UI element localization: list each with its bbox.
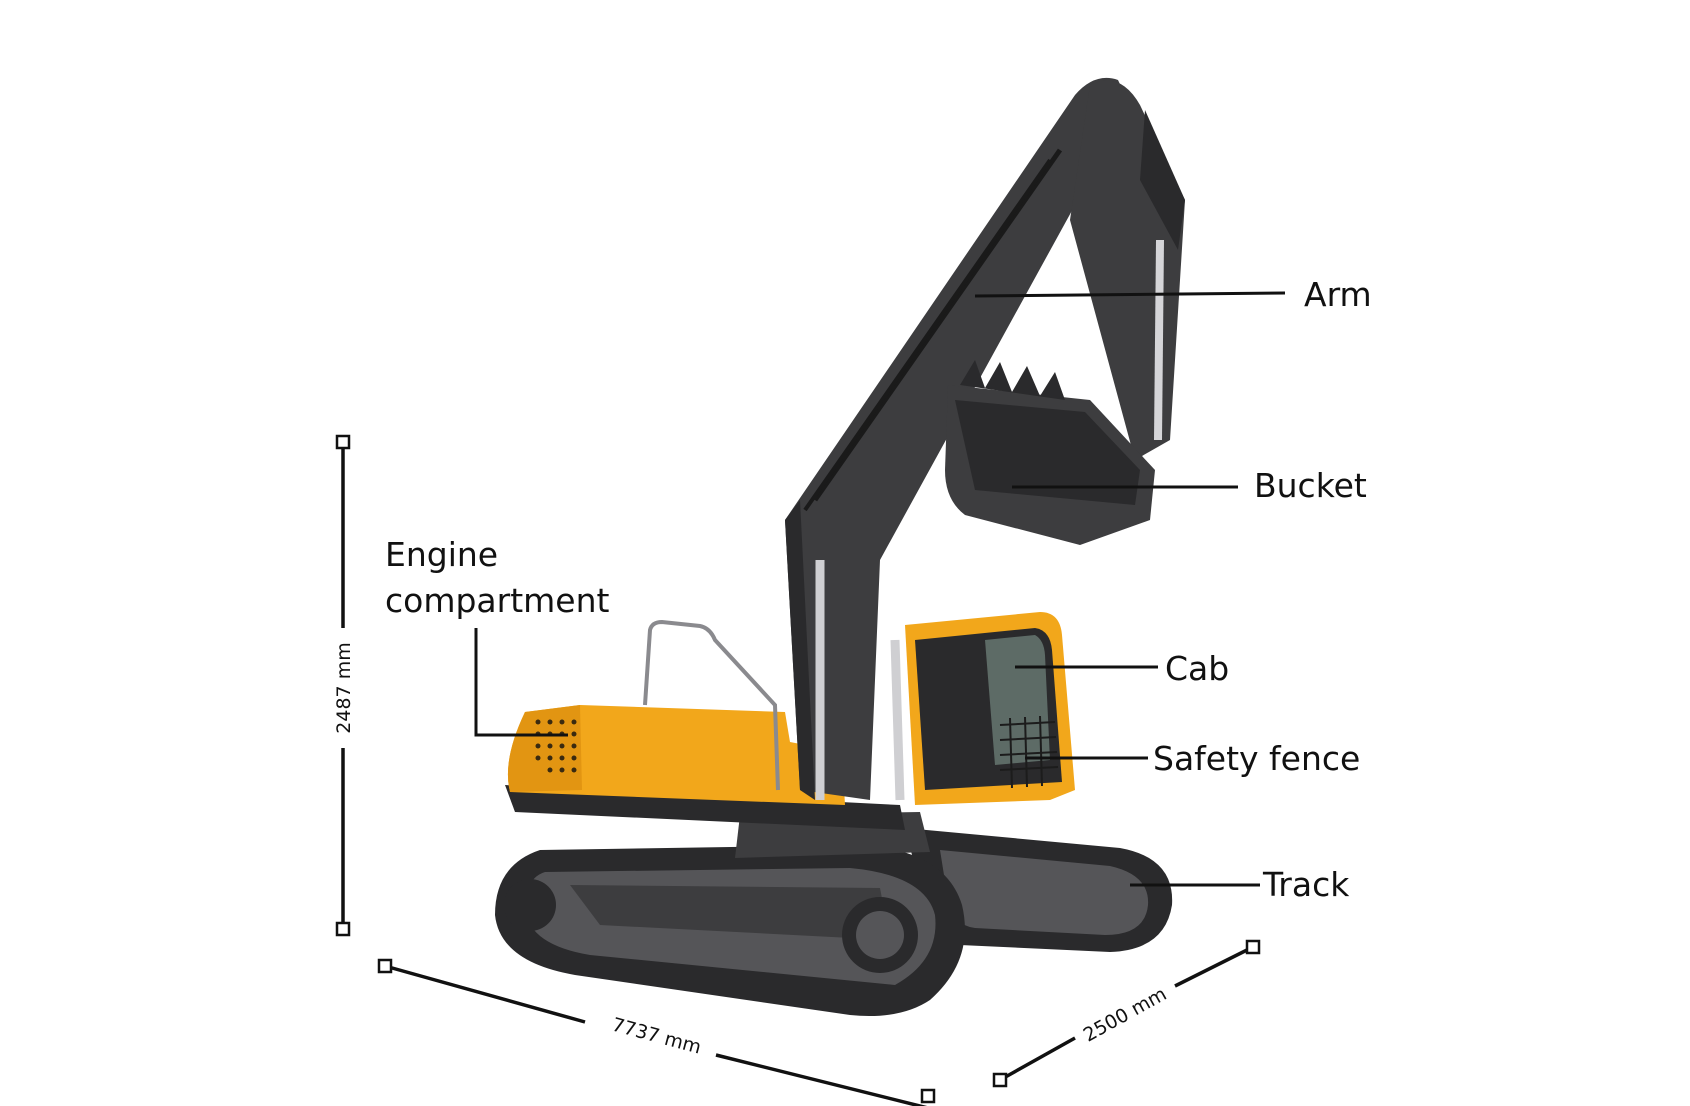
length-right-endcap	[920, 1088, 936, 1104]
width-right-endcap	[1245, 939, 1261, 955]
label-safety-fence: Safety fence	[1153, 739, 1360, 778]
label-arm: Arm	[1304, 275, 1372, 314]
arm	[1070, 80, 1185, 460]
height-top-endcap	[335, 434, 351, 450]
length-value: 7737 mm	[610, 1014, 704, 1059]
bucket	[945, 360, 1155, 545]
height-bottom-endcap	[335, 921, 351, 937]
front-track	[495, 845, 965, 1016]
length-left-endcap	[377, 958, 393, 974]
boom	[785, 77, 1130, 801]
width-left-endcap	[992, 1072, 1008, 1088]
callout-leaders	[474, 291, 1286, 887]
width-dimension: 2500 mm	[992, 939, 1261, 1088]
label-bucket: Bucket	[1254, 466, 1367, 505]
cab	[905, 612, 1075, 805]
counterweight	[505, 785, 905, 830]
rear-track	[905, 828, 1173, 952]
safety-fence-grid	[999, 715, 1059, 789]
label-engine-line2: compartment	[385, 581, 610, 620]
engine-compartment	[507, 619, 845, 805]
label-engine-line1: Engine	[385, 535, 498, 574]
height-value: 2487 mm	[333, 642, 355, 733]
callout-labels: Arm Bucket Engine compartment Cab Safety…	[385, 275, 1372, 904]
arm-leader	[974, 291, 1286, 298]
height-dimension: 2487 mm	[333, 434, 355, 937]
engine-leader	[474, 628, 568, 737]
label-cab: Cab	[1165, 649, 1229, 688]
excavator-illustration	[495, 77, 1185, 1016]
label-track: Track	[1262, 865, 1350, 904]
width-value: 2500 mm	[1080, 983, 1171, 1047]
